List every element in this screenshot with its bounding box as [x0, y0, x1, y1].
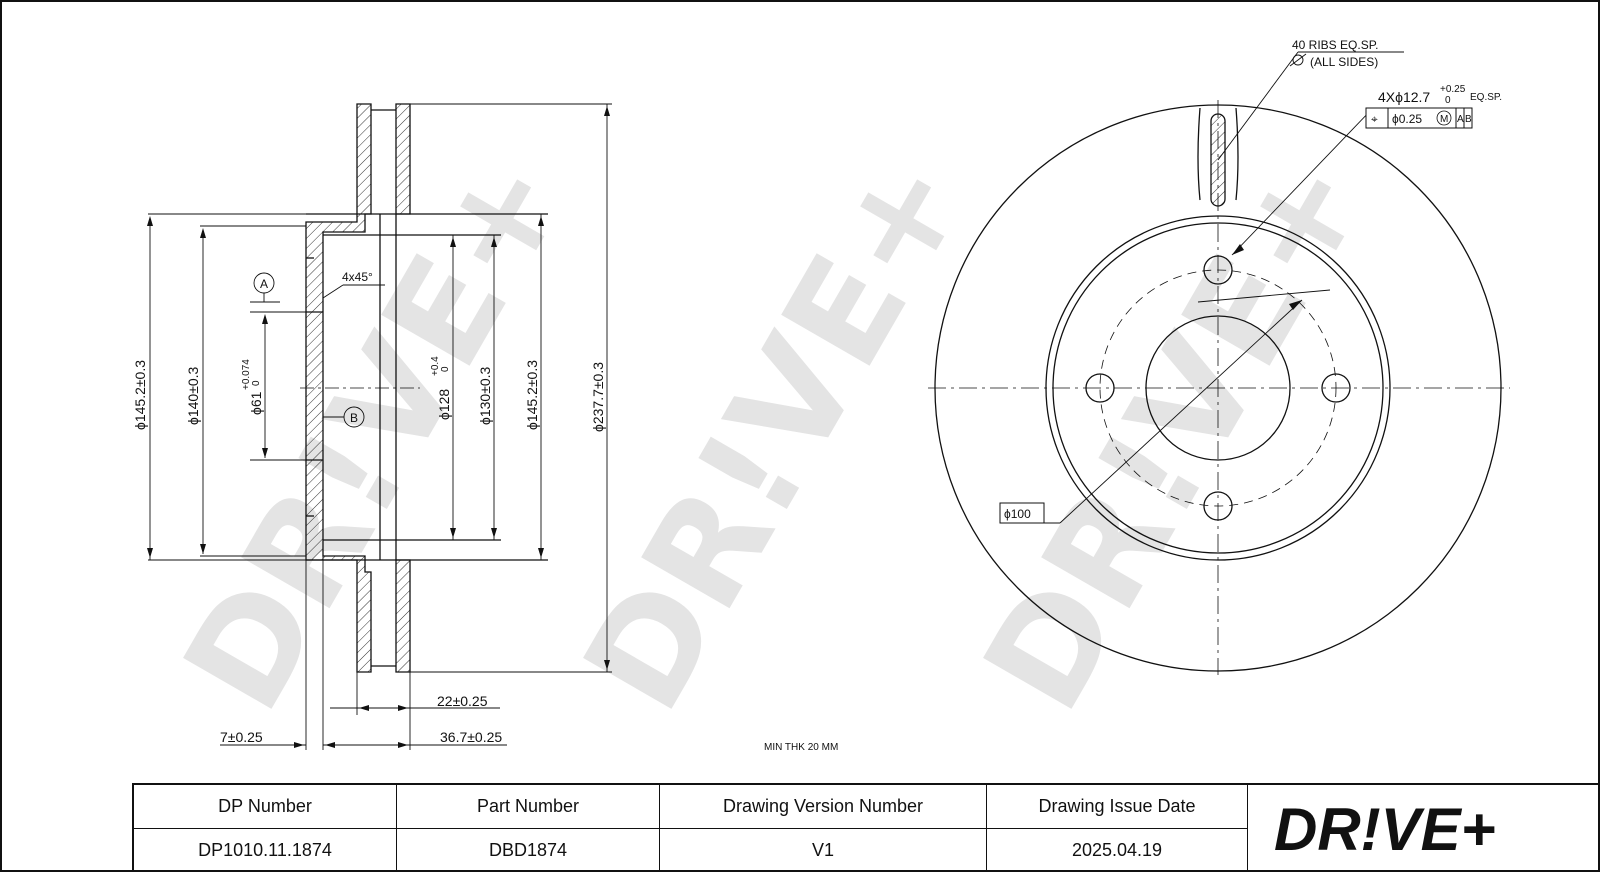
title-block: DP Number DP1010.11.1874 Part Number DBD…	[132, 783, 1600, 872]
dim-d128: ϕ128	[436, 389, 452, 420]
side-section-view	[300, 103, 548, 673]
title-value-dp-number: DP1010.11.1874	[198, 840, 332, 860]
feature-control-frame: ⌖ ϕ0.25 M A B	[1365, 107, 1473, 129]
dim-d145-left: ϕ145.2±0.3	[132, 360, 148, 430]
side-dimension-lines	[148, 103, 612, 750]
title-col-version: Drawing Version Number V1	[660, 785, 987, 872]
dim-d237: ϕ237.7±0.3	[590, 362, 606, 432]
disc-section-right-top	[395, 103, 411, 215]
chamfer-label: 4x45°	[342, 270, 373, 284]
ribs-label-line1: 40 RIBS EQ.SP.	[1292, 38, 1379, 52]
title-value-issue-date: 2025.04.19	[1071, 840, 1163, 860]
datum-a-label: A	[260, 277, 268, 291]
side-arrowheads	[147, 106, 610, 748]
fcf-tolerance: ϕ0.25	[1392, 112, 1422, 126]
brand-logo-graphic: DR!VE+	[1274, 796, 1496, 863]
fcf-datum-a: A	[1457, 114, 1464, 125]
dim-d140: ϕ140±0.3	[185, 366, 201, 425]
holes-eqsp: EQ.SP.	[1470, 92, 1502, 103]
front-arrowheads	[1232, 244, 1302, 310]
dim-d61-tol-upper: +0.074	[241, 359, 252, 390]
dim-height-36: 36.7±0.25	[440, 729, 502, 745]
title-header-issue-date: Drawing Issue Date	[987, 785, 1247, 829]
dim-thickness-22: 22±0.25	[437, 693, 488, 709]
fcf-position-symbol: ⌖	[1371, 112, 1378, 126]
datum-b-label: B	[350, 411, 358, 425]
title-header-dp-number: DP Number	[134, 785, 396, 829]
pcd-label-box	[999, 502, 1045, 524]
fcf-modifier: M	[1440, 114, 1448, 125]
holes-tol-upper: +0.25	[1440, 84, 1466, 95]
holes-tol-lower: 0	[1445, 95, 1451, 106]
pcd-label: ϕ100	[1004, 507, 1031, 521]
brand-logo-text: DR!VE+	[1274, 796, 1496, 863]
watermark-right: DR!VE+	[953, 128, 1399, 737]
watermark-middle: DR!VE+	[553, 128, 999, 737]
dim-d145-right: ϕ145.2±0.3	[524, 360, 540, 430]
fcf-datum-b: B	[1465, 114, 1472, 125]
min-thickness-note: MIN THK 20 MM	[764, 742, 838, 753]
dim-d128-tol-lower: 0	[440, 366, 451, 372]
title-value-version: V1	[811, 840, 835, 860]
title-header-version: Drawing Version Number	[660, 785, 986, 829]
front-view	[928, 51, 1510, 675]
ribs-label-line2: (ALL SIDES)	[1310, 55, 1378, 69]
dim-offset-7: 7±0.25	[220, 729, 263, 745]
dim-d128-tol-upper: +0.4	[430, 356, 441, 376]
title-col-part-number: Part Number DBD1874	[397, 785, 660, 872]
dim-d61-tol-lower: 0	[251, 380, 262, 386]
dim-d61: ϕ61	[248, 391, 264, 415]
title-header-part-number: Part Number	[397, 785, 659, 829]
title-col-dp-number: DP Number DP1010.11.1874	[134, 785, 397, 872]
brand-logo: DR!VE+	[1248, 785, 1600, 872]
dim-d130: ϕ130±0.3	[477, 366, 493, 425]
bolt-hole-right	[1321, 373, 1351, 403]
holes-label: 4Xϕ12.7	[1378, 89, 1430, 105]
disc-section-right-bottom	[395, 559, 411, 673]
watermark-left: DR!VE+	[153, 128, 599, 737]
title-value-part-number: DBD1874	[488, 840, 568, 860]
title-col-issue-date: Drawing Issue Date 2025.04.19	[987, 785, 1248, 872]
